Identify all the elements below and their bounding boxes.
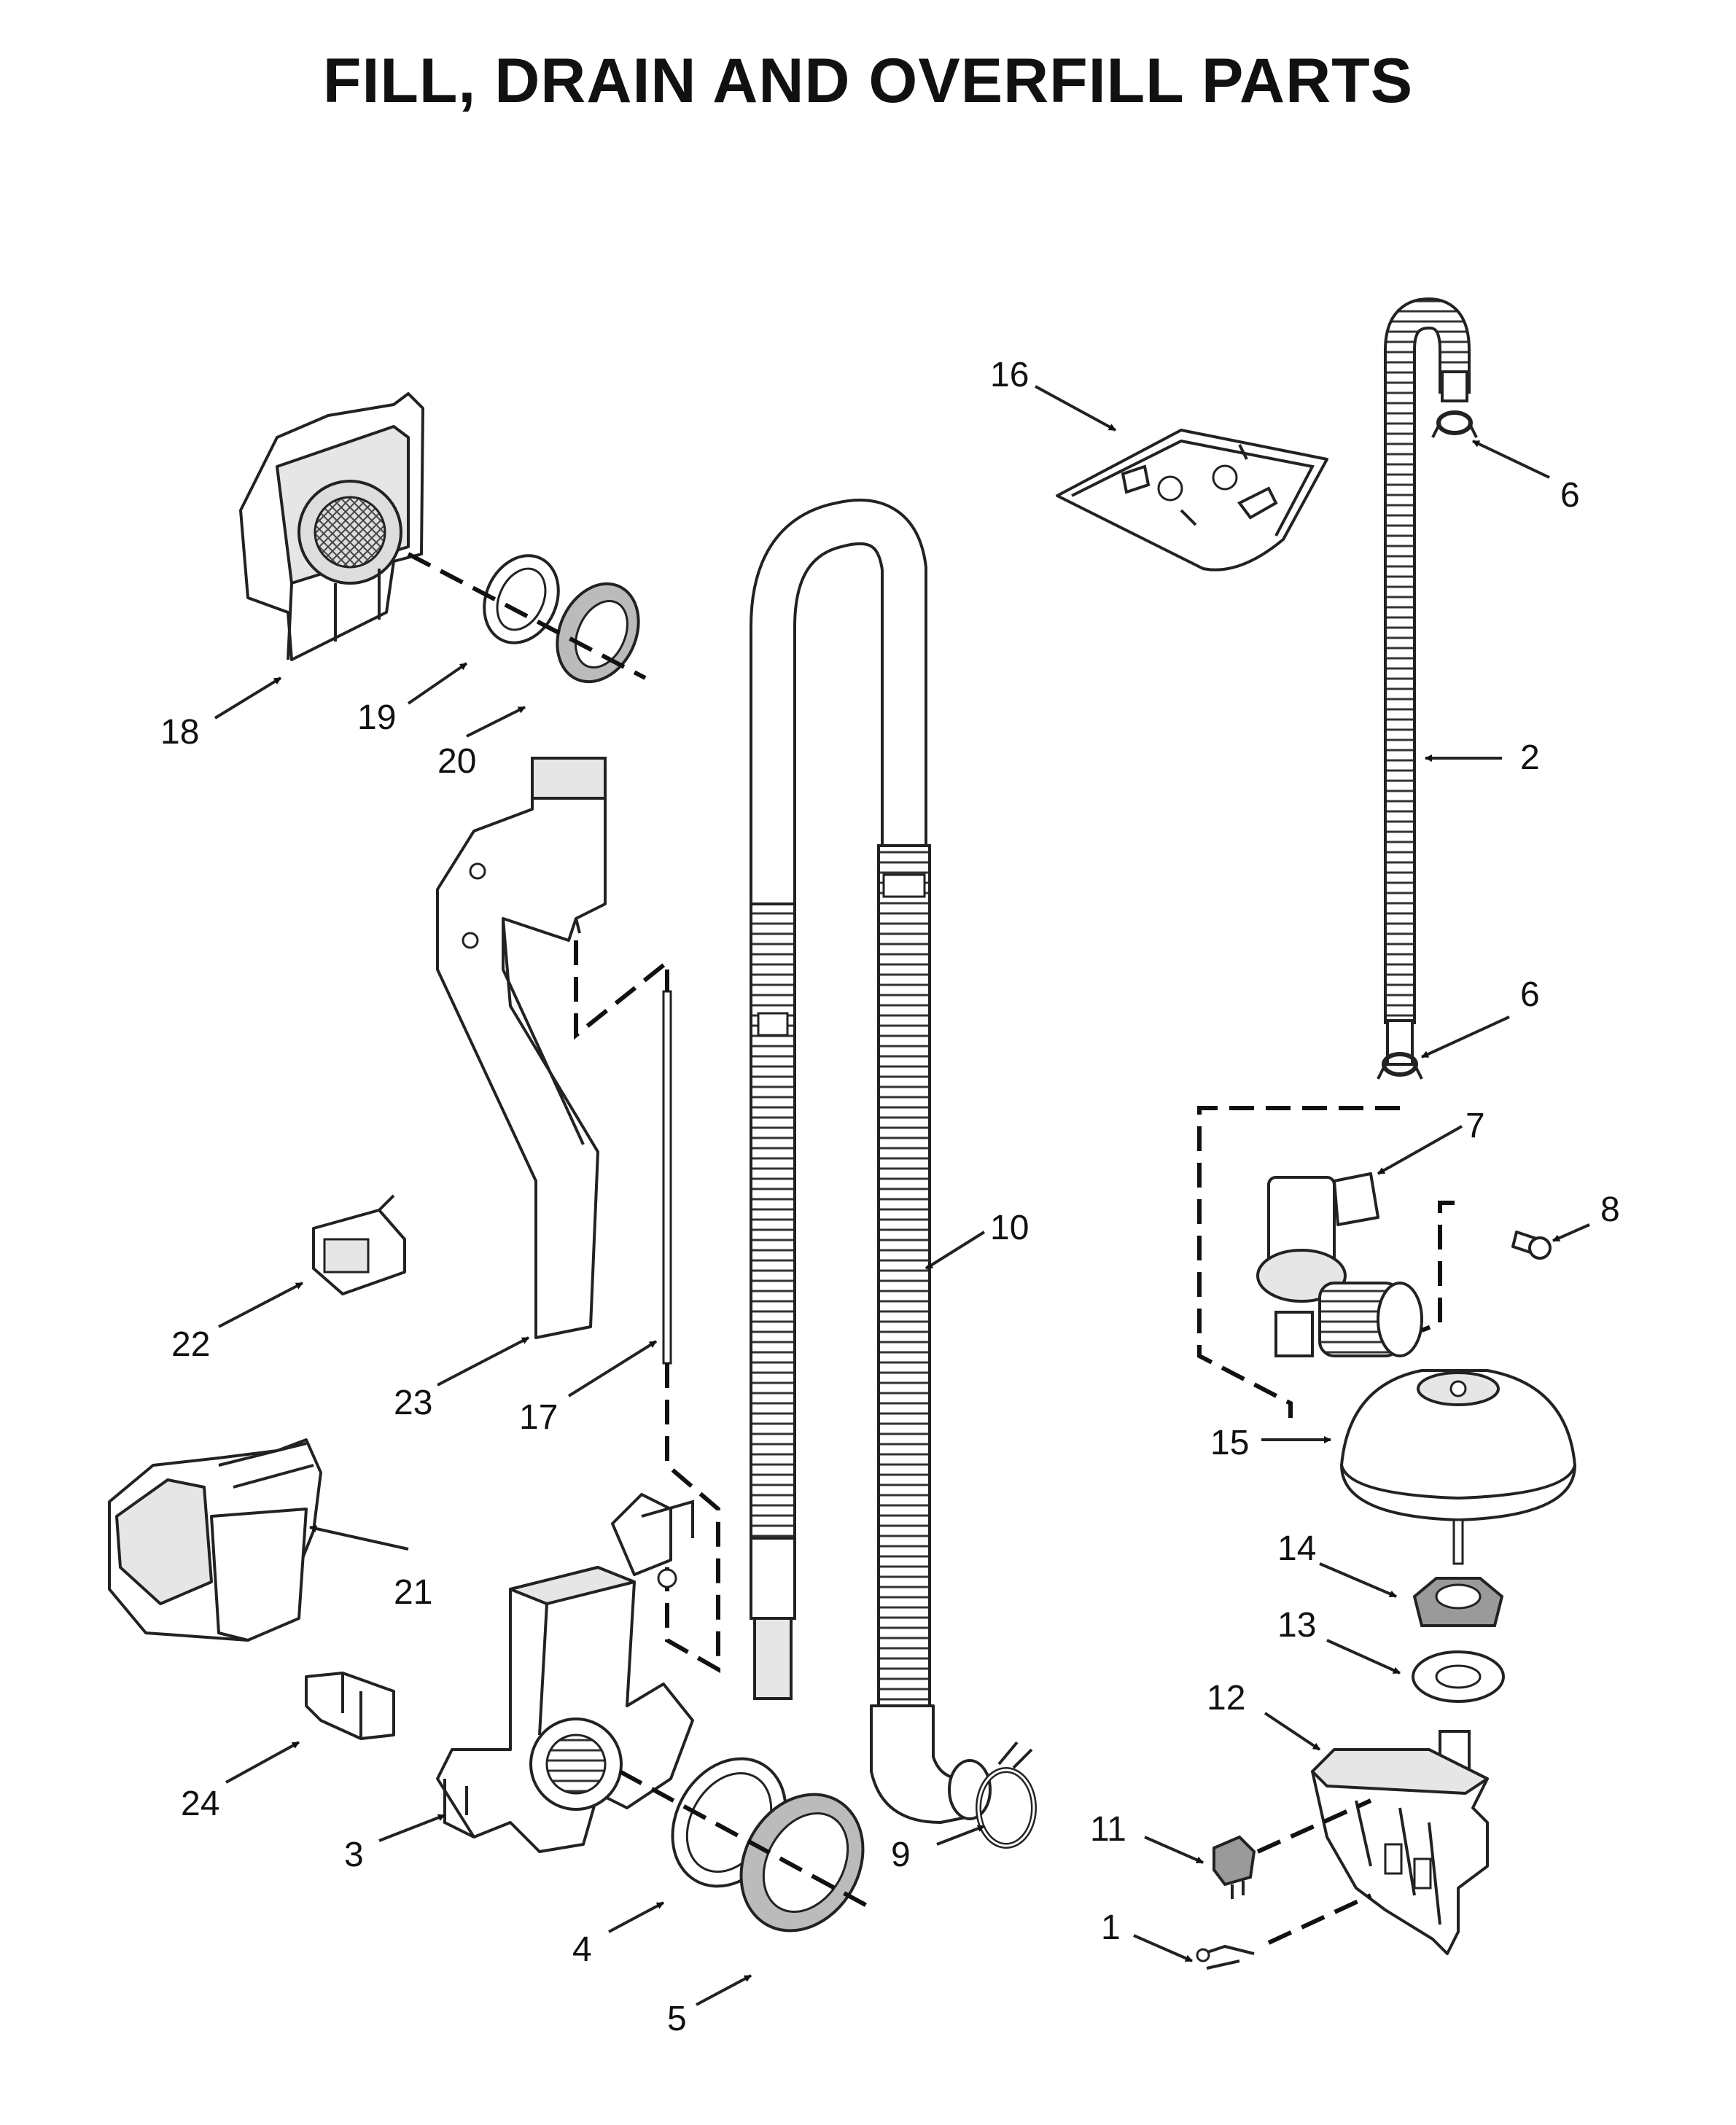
callout-labels: 16 6 2 6 7 8 10 15 14 13 12 11 1 9 18 19… (160, 356, 1620, 2038)
nut-part-5 (739, 1793, 865, 1933)
callout-21: 21 (394, 1573, 432, 1612)
leader-arrows (214, 385, 1590, 2006)
rod-part-17 (662, 990, 672, 1365)
clip-part-22 (312, 1194, 406, 1295)
water-valve-part-7 (1256, 1172, 1423, 1357)
clamp-part-6-top (1431, 410, 1478, 438)
assembly-line-18-20 (407, 552, 647, 680)
assembly-line-8-7 (1420, 1201, 1455, 1333)
callout-22: 22 (171, 1325, 210, 1364)
wire-connector-part-1 (1196, 1944, 1255, 1970)
callout-7: 7 (1466, 1107, 1485, 1145)
callout-18: 18 (160, 713, 199, 752)
hose-clamp-part-9 (976, 1741, 1037, 1849)
callout-8: 8 (1600, 1190, 1620, 1229)
screw-part-8 (1511, 1231, 1552, 1260)
assembly-line-23-17 (574, 940, 669, 1040)
page-title: FILL, DRAIN AND OVERFILL PARTS (322, 46, 1414, 116)
callout-6-bottom: 6 (1520, 975, 1540, 1014)
washer-part-13 (1412, 1650, 1505, 1703)
callout-6-top: 6 (1560, 476, 1580, 515)
assembly-line-17-3 (665, 1363, 720, 1674)
clip-part-24 (305, 1672, 395, 1740)
callout-4: 4 (572, 1930, 592, 1969)
callout-5: 5 (667, 2000, 687, 2038)
assembly-line-3-5 (618, 1769, 876, 1912)
clamp-part-6-bottom (1377, 1052, 1423, 1080)
callout-13: 13 (1277, 1606, 1316, 1645)
fill-hose-part-2 (1384, 297, 1471, 1066)
microswitch-part-11 (1213, 1835, 1256, 1899)
nut-part-14 (1412, 1577, 1504, 1627)
fill-funnel-part-3 (436, 1493, 694, 1853)
callout-15: 15 (1210, 1424, 1249, 1462)
callout-19: 19 (357, 698, 396, 737)
callout-16: 16 (990, 356, 1029, 394)
vent-housing-part-18 (239, 392, 424, 661)
assembly-line-6-7 (1197, 1106, 1400, 1418)
callout-11: 11 (1090, 1810, 1126, 1849)
callout-20: 20 (437, 742, 476, 781)
float-part-15 (1340, 1369, 1576, 1565)
callout-17: 17 (519, 1398, 558, 1437)
callout-3: 3 (344, 1836, 364, 1874)
callout-9: 9 (891, 1836, 911, 1874)
assembly-line-11-12 (1256, 1798, 1372, 1854)
assembly-line-1-12 (1267, 1893, 1372, 1945)
callout-14: 14 (1277, 1529, 1316, 1568)
nut-ring-part-20 (556, 582, 640, 684)
switch-bracket-part-12 (1311, 1730, 1489, 1955)
callout-10: 10 (990, 1209, 1029, 1247)
callout-2: 2 (1520, 738, 1540, 777)
callout-1: 1 (1101, 1908, 1121, 1947)
pump-part-21 (108, 1438, 322, 1642)
bracket-part-23 (436, 757, 607, 1339)
drain-hose-part-10 (750, 499, 992, 1824)
callout-12: 12 (1207, 1679, 1245, 1717)
callout-23: 23 (394, 1384, 432, 1422)
callout-24: 24 (181, 1785, 219, 1823)
hardware-bag-part-16 (1056, 429, 1328, 572)
